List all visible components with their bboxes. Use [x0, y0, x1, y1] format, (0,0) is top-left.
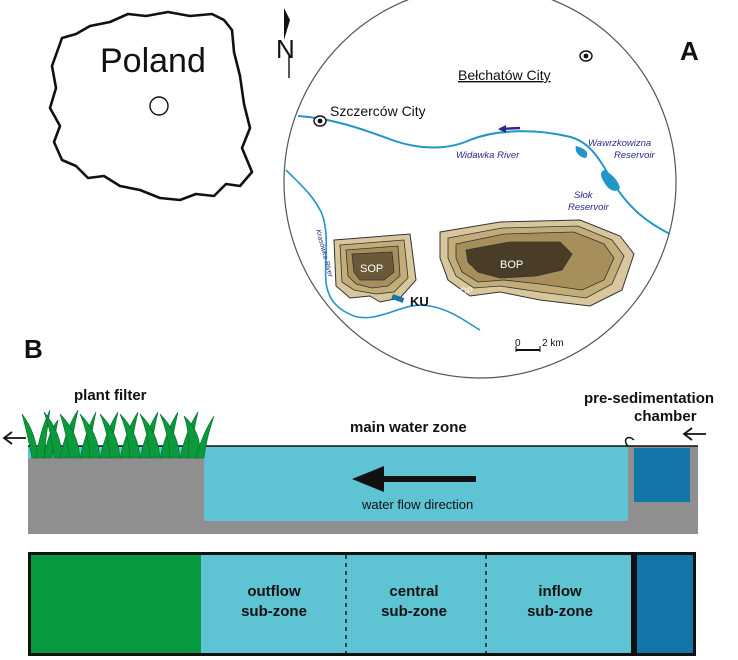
op-label: OP — [460, 286, 473, 296]
bop-label: BOP — [500, 259, 523, 271]
study-area-marker — [149, 96, 169, 116]
belchatow-city-label: Bełchatów City — [458, 67, 551, 83]
bop-pit — [439, 219, 635, 307]
main-water-zone-basin — [204, 446, 628, 521]
wawrzkowizna-reservoir — [575, 146, 588, 158]
panel-a-letter: A — [680, 36, 699, 66]
central-subzone-label-line2: sub-zone — [381, 603, 447, 620]
pre-sedimentation-label-line2: chamber — [634, 408, 697, 425]
country-label: Poland — [100, 42, 206, 80]
widawka-river-label: Widawka River — [456, 150, 520, 161]
szczercow-city-label: Szczerców City — [330, 103, 426, 119]
outflow-arrow — [2, 431, 26, 445]
inflow-subzone-label-line1: inflow — [538, 583, 582, 600]
slok-label-line1: Słok — [574, 190, 594, 201]
water-flow-direction-label: water flow direction — [361, 497, 473, 512]
slok-label-line2: Reservoir — [568, 202, 609, 213]
ku-label: KU — [410, 294, 429, 309]
plant-filter-zone — [31, 555, 201, 653]
slok-reservoir — [601, 170, 620, 191]
scale-start-label: 0 — [515, 338, 521, 349]
water-flow-direction-arrow — [352, 466, 476, 492]
wawrzkowizna-label-line2: Reservoir — [614, 150, 655, 161]
inflow-arrow — [682, 427, 706, 441]
belchatow-city-dot — [583, 53, 589, 59]
scale-bar — [515, 346, 541, 352]
outflow-subzone-label-line2: sub-zone — [241, 603, 307, 620]
wawrzkowizna-label-line1: Wawrzkowizna — [588, 138, 651, 149]
plant-tufts — [21, 409, 215, 459]
central-subzone-label-line1: central — [389, 583, 438, 600]
plant-filter-label: plant filter — [74, 387, 147, 404]
north-arrow — [284, 8, 290, 78]
north-label: N — [276, 34, 295, 64]
outflow-subzone-label-line1: outflow — [247, 583, 301, 600]
sop-label: SOP — [360, 263, 383, 275]
river-flow-arrowhead — [498, 125, 506, 133]
szczercow-city-dot — [317, 118, 323, 124]
main-water-zone-plan — [201, 555, 631, 653]
krasowka-river — [285, 169, 481, 331]
ku-site-marker — [391, 294, 405, 303]
panel-b-letter: B — [24, 334, 43, 364]
poland-outline — [48, 10, 254, 202]
sop-pit — [333, 233, 417, 303]
inflow-subzone-label-line2: sub-zone — [527, 603, 593, 620]
main-water-zone-label: main water zone — [350, 419, 467, 436]
pre-sedimentation-chamber — [634, 448, 690, 502]
pre-sedimentation-zone-plan — [637, 555, 693, 653]
overflow-curl-icon — [624, 436, 635, 447]
scale-end-label: 2 km — [542, 338, 564, 349]
pre-sedimentation-label-line1: pre-sedimentation — [584, 390, 714, 407]
